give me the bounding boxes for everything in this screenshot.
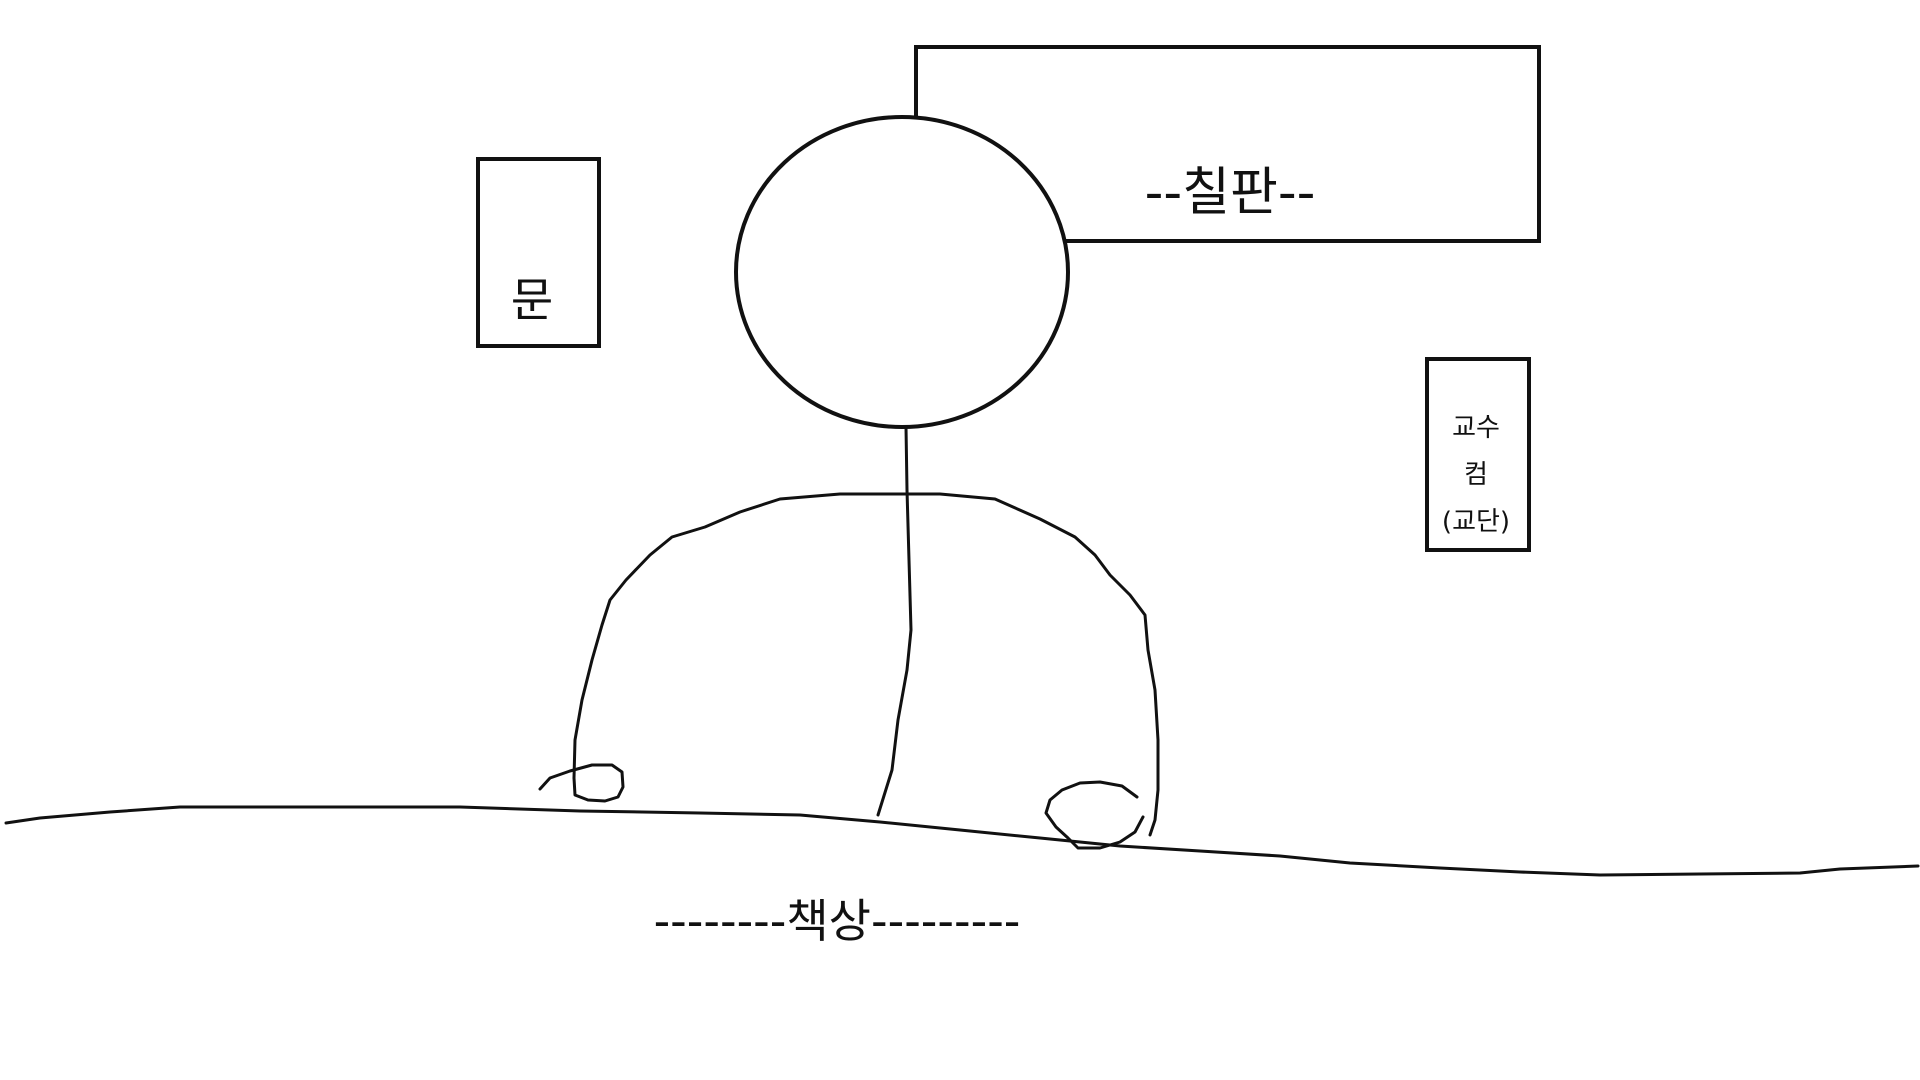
professor-computer-label-line2: 컴 (1464, 460, 1488, 490)
blackboard-label: --칠판-- (1145, 163, 1316, 223)
professor-computer: 교수 컴 (교단) (1425, 357, 1531, 552)
desk-edge (4, 805, 1920, 877)
door-label: 문 (511, 273, 553, 327)
professor-computer-label-line3: (교단) (1442, 507, 1510, 537)
person-arms (572, 492, 1160, 837)
person-right-hand (1044, 780, 1145, 850)
door-frame (476, 157, 601, 348)
person-left-hand (538, 763, 625, 803)
door: 문 (476, 157, 601, 348)
desk-label: --------책상--------- (654, 894, 1021, 948)
professor-computer-label-line1: 교수 (1452, 413, 1500, 443)
professor-computer-frame (1425, 357, 1531, 552)
person-spine (876, 425, 913, 817)
person-head (734, 115, 1070, 429)
